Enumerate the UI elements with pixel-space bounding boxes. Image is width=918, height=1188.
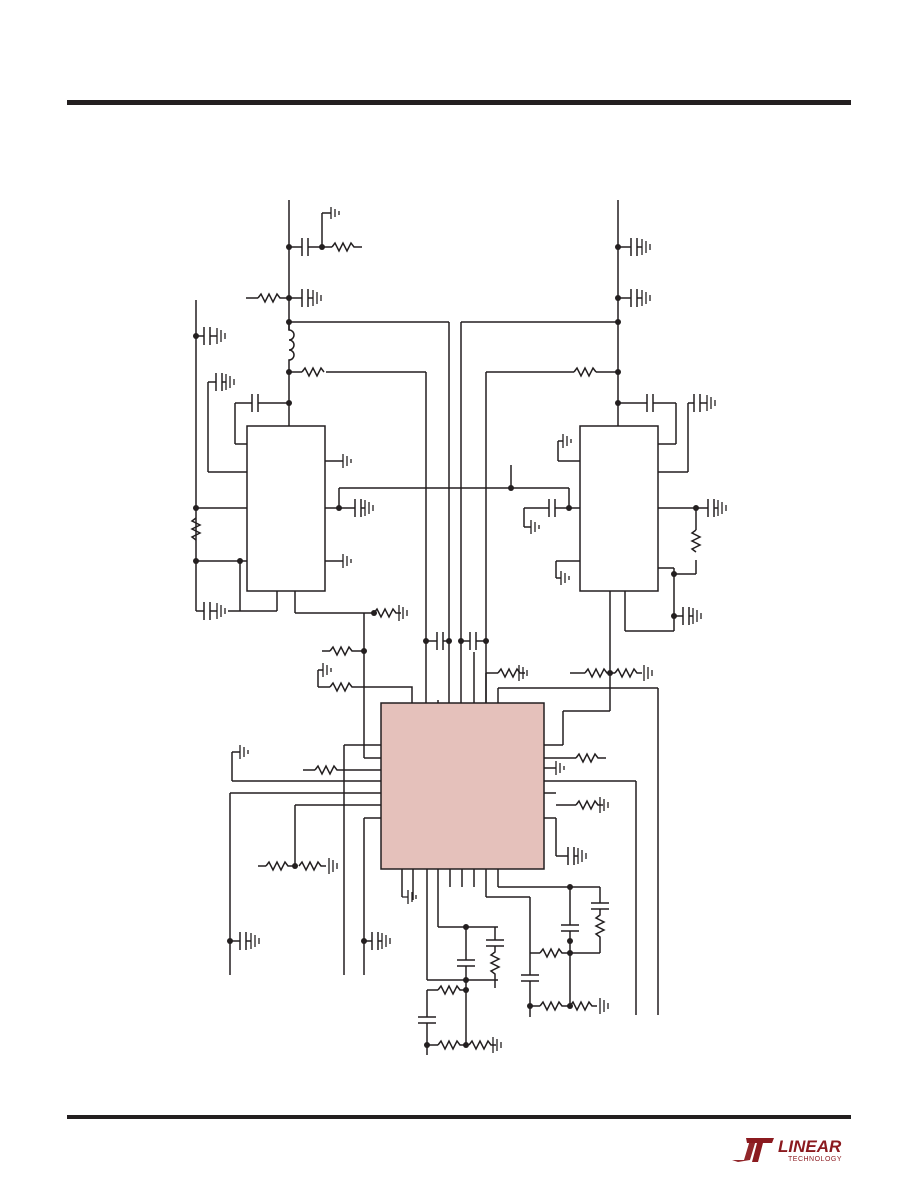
linear-technology-logo: LINEAR TECHNOLOGY: [732, 1137, 842, 1163]
footer-rule: [67, 1115, 851, 1119]
junction-dots: [193, 244, 699, 1048]
left-ic-right-pins: [325, 460, 569, 562]
main-ic-body: [380, 702, 545, 870]
logo-subword: TECHNOLOGY: [788, 1156, 842, 1163]
logo-word: LINEAR: [778, 1137, 842, 1156]
ground-symbols: [216, 207, 727, 1053]
header-rule: [67, 100, 851, 105]
main-ic-right-pins: [544, 752, 637, 1015]
lt-logo-mark: [732, 1138, 774, 1162]
main-ic-top-caps: [425, 632, 659, 1015]
right-ic-body: [579, 425, 659, 592]
right-ic-pins: [523, 440, 718, 746]
main-ic-left-pins: [229, 613, 413, 975]
right-supply-network: [460, 200, 707, 700]
left-ic-body: [246, 425, 326, 592]
main-ic-bottom-network: [401, 869, 609, 1055]
